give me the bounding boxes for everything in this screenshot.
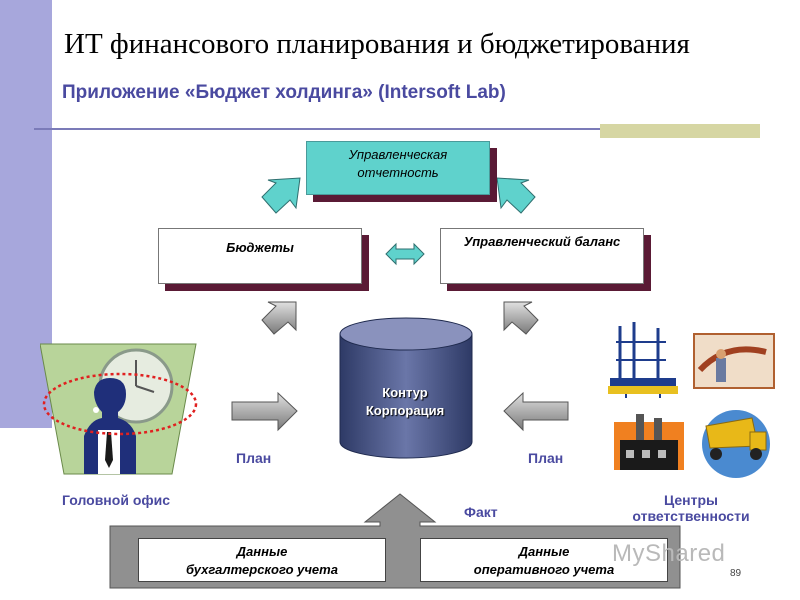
balance-label: Управленческий баланс: [463, 234, 621, 249]
dump-truck-icon: [702, 410, 770, 478]
plan-left-label: План: [236, 450, 272, 466]
database-label-line2: Корпорация: [365, 403, 445, 419]
arrow-up-left-grey: [261, 301, 297, 335]
database-label-line1: Контур: [382, 385, 428, 400]
reporting-line2: отчетность: [357, 164, 439, 180]
header-accent-bar: [600, 124, 760, 138]
oil-rig-icon: [608, 322, 678, 398]
double-arrow-teal: [385, 242, 425, 266]
plan-right-label: План: [528, 450, 564, 466]
budgets-label: Бюджеты: [226, 240, 294, 255]
page-subtitle: Приложение «Бюджет холдинга» (Intersoft …: [62, 82, 506, 103]
responsibility-centers-line1: Центры: [663, 492, 718, 508]
operational-data-box: Данные оперативного учета: [420, 538, 668, 582]
accounting-data-line2: бухгалтерского учета: [186, 561, 338, 577]
industrial-worker-icon: [693, 333, 775, 389]
factory-icon: [614, 414, 684, 470]
head-office-illustration: [40, 343, 198, 475]
page-number: 89: [730, 568, 742, 579]
header-rule: [34, 128, 760, 130]
database-label: Контур Корпорация: [350, 384, 460, 420]
accounting-data-box: Данные бухгалтерского учета: [138, 538, 386, 582]
balance-box: Управленческий баланс: [440, 228, 644, 284]
operational-data-line2: оперативного учета: [473, 561, 615, 577]
responsibility-centers-illustration: [608, 322, 775, 478]
reporting-box: Управленческая отчетность: [306, 141, 490, 195]
arrow-up-right-grey: [503, 301, 539, 335]
arrow-right-grey: [231, 391, 298, 432]
accounting-data-line1: Данные: [236, 544, 288, 559]
budgets-box: Бюджеты: [158, 228, 362, 284]
reporting-line1: Управленческая: [348, 147, 448, 162]
arrow-up-left-teal: [261, 177, 301, 214]
responsibility-centers-label: Центры ответственности: [620, 492, 762, 524]
responsibility-centers-line2: ответственности: [632, 508, 750, 524]
arrow-up-right-teal: [496, 177, 536, 214]
arrow-left-grey: [503, 391, 569, 432]
head-office-label: Головной офис: [62, 492, 171, 508]
watermark-logo: MyShared: [612, 540, 726, 567]
operational-data-line1: Данные: [518, 544, 570, 559]
fact-label: Факт: [464, 504, 498, 520]
page-title: ИТ финансового планирования и бюджетиров…: [64, 28, 690, 60]
database-cylinder: [339, 317, 473, 459]
